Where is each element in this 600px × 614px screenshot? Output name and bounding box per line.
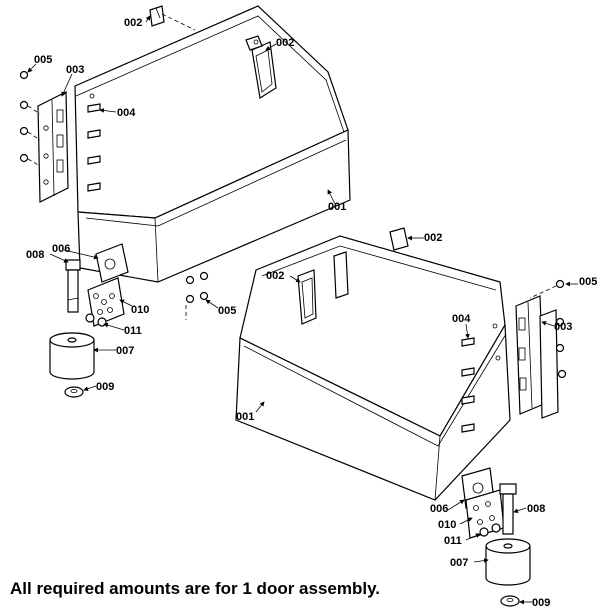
hinge-003-lower-right <box>515 295 559 419</box>
washers-011-right <box>479 523 501 537</box>
door-panel-upper-left <box>74 5 351 283</box>
leader-lines <box>27 15 578 605</box>
label-003-left: 003 <box>66 64 84 76</box>
label-009-right: 009 <box>532 597 550 609</box>
bolts-004-upper-left <box>87 93 101 192</box>
mount-bracket-006-left <box>87 243 129 327</box>
label-008-left: 008 <box>26 249 44 261</box>
latch-lower-right <box>297 251 349 325</box>
label-001-right: 001 <box>236 411 254 423</box>
mount-bracket-006-right <box>461 467 505 539</box>
nuts-005-upper-left <box>19 70 29 163</box>
label-011-left: 011 <box>124 325 142 337</box>
callout-labels: 002 002 005 003 004 001 008 006 010 011 … <box>26 17 597 609</box>
nut-009-right <box>500 595 520 607</box>
bolts-004-lower-right <box>461 323 501 433</box>
label-002-latch-right: 002 <box>266 270 284 282</box>
label-002-right: 002 <box>424 232 442 244</box>
bracket-002-top <box>149 5 165 27</box>
bracket-002-right <box>389 227 409 251</box>
label-002-top: 002 <box>124 17 142 29</box>
label-005-middle: 005 <box>218 305 236 317</box>
label-006-right: 006 <box>430 503 448 515</box>
label-004-right: 004 <box>452 313 471 325</box>
nut-009-left <box>64 386 84 398</box>
damper-007-right <box>485 538 531 586</box>
label-002-latch: 002 <box>276 37 294 49</box>
label-008-right: 008 <box>527 503 545 515</box>
nuts-005-middle <box>185 271 209 304</box>
label-001-left: 001 <box>328 201 346 213</box>
assembly-note: All required amounts are for 1 door asse… <box>10 579 380 598</box>
washers-011-left <box>85 313 107 327</box>
label-005-left: 005 <box>34 54 52 66</box>
label-010-left: 010 <box>131 304 149 316</box>
label-011-right: 011 <box>444 535 462 547</box>
label-010-right: 010 <box>438 519 456 531</box>
nuts-005-lower-right <box>555 279 567 379</box>
label-009-left: 009 <box>96 381 114 393</box>
label-006-left: 006 <box>52 243 70 255</box>
label-004-left: 004 <box>117 107 136 119</box>
damper-007-left <box>49 332 95 380</box>
latch-upper-left <box>245 35 277 99</box>
label-007-right: 007 <box>450 557 468 569</box>
hinge-003-upper-left <box>37 91 69 203</box>
bolt-008-left <box>65 259 81 313</box>
label-005-right: 005 <box>579 276 597 288</box>
bolt-008-right <box>499 483 517 535</box>
label-007-left: 007 <box>116 345 134 357</box>
label-003-right: 003 <box>554 321 572 333</box>
